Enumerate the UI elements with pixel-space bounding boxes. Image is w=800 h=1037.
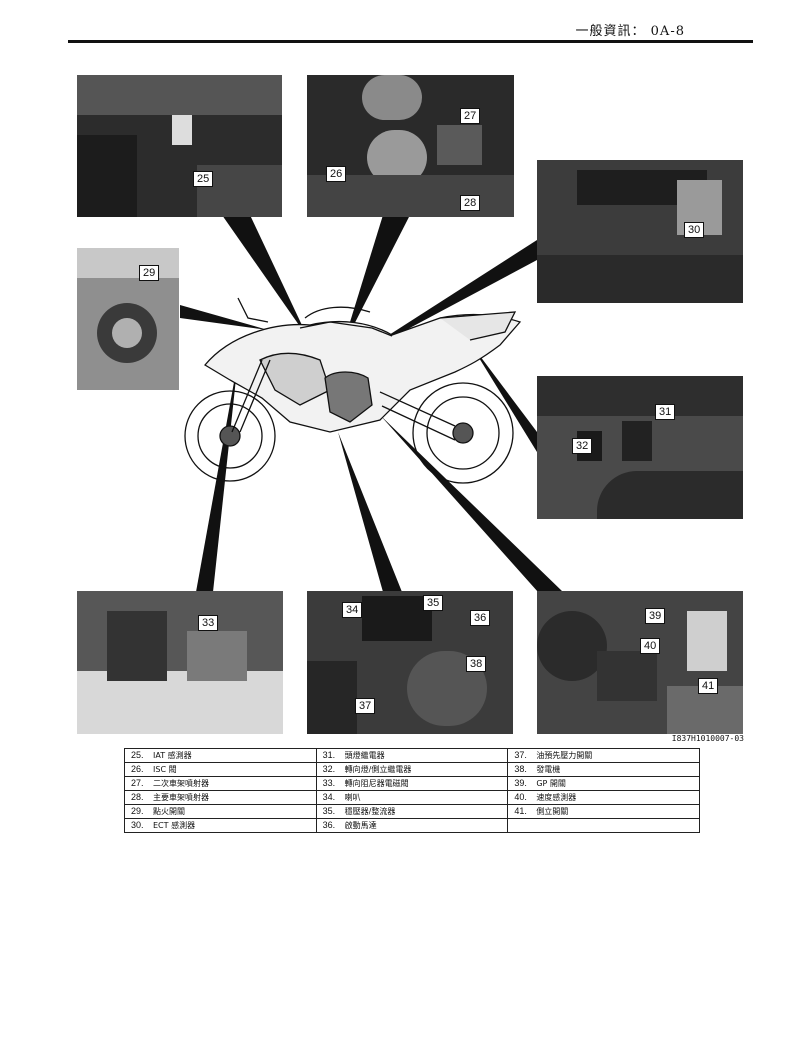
- pointer-30: [350, 240, 537, 360]
- legend-text: IAT 感測器: [153, 751, 192, 760]
- callout-40: 40: [640, 638, 661, 654]
- legend-text: 喇叭: [344, 793, 361, 802]
- callout-41: 41: [698, 678, 719, 694]
- legend-cell: 38. 發電機: [507, 762, 700, 777]
- callout-31: 31: [655, 404, 676, 420]
- pointer-26: [342, 215, 410, 348]
- legend-cell: 40. 速度感測器: [507, 790, 700, 805]
- legend-text: 二次車架噴射器: [153, 779, 209, 788]
- legend-number: 39.: [514, 778, 527, 788]
- legend-number: 41.: [514, 806, 527, 816]
- figure-code: I837H1010007-03: [671, 734, 744, 743]
- legend-number: 36.: [322, 820, 336, 830]
- legend-row: 27. 二次車架噴射器 33. 轉向阻尼器電磁閥 39. GP 開關: [124, 776, 700, 791]
- legend-number: 29.: [131, 806, 144, 816]
- header-rule: [68, 40, 753, 43]
- legend-text: 側立開關: [536, 807, 569, 816]
- pointer-39: [380, 415, 563, 592]
- legend-cell: 31. 頭燈繼電器: [315, 748, 509, 763]
- legend-text: GP 開關: [536, 779, 566, 788]
- pointer-31: [468, 340, 537, 452]
- legend-cell: 33. 轉向阻尼器電磁閥: [315, 776, 509, 791]
- legend-number: 28.: [131, 792, 144, 802]
- callout-30: 30: [684, 222, 705, 238]
- callout-35: 35: [423, 595, 444, 611]
- callout-36: 36: [470, 610, 491, 626]
- legend-number: 37.: [514, 750, 527, 760]
- legend-number: 33.: [322, 778, 336, 788]
- legend-number: 27.: [131, 778, 144, 788]
- legend-cell: 27. 二次車架噴射器: [124, 776, 317, 791]
- callout-32: 32: [572, 438, 593, 454]
- photo-engine-left: [307, 591, 513, 734]
- pointer-34: [338, 432, 402, 592]
- legend-text: 頭燈繼電器: [344, 751, 385, 760]
- callout-28: 28: [460, 195, 481, 211]
- photo-iat-sensor: [77, 75, 282, 217]
- pointer-25: [222, 215, 308, 338]
- legend-text: ISC 閥: [153, 765, 177, 774]
- photo-ignition-switch: [77, 248, 179, 390]
- legend-cell: 32. 轉向燈/側立繼電器: [315, 762, 509, 777]
- legend-text: 啟動馬達: [344, 821, 377, 830]
- legend-cell: 35. 穩壓器/整流器: [315, 804, 509, 819]
- legend-row: 25. IAT 感測器 31. 頭燈繼電器 37. 油預先壓力開關: [124, 748, 700, 763]
- photo-relays: [537, 376, 743, 519]
- photo-steering-damper: [77, 591, 283, 734]
- legend-cell: 36. 啟動馬達: [315, 818, 509, 833]
- legend-text: 速度感測器: [536, 793, 577, 802]
- legend-cell: 39. GP 開關: [507, 776, 700, 791]
- callout-38: 38: [466, 656, 487, 672]
- legend-text: 穩壓器/整流器: [344, 807, 396, 816]
- page-header-title: 一般資訊： 0A-8: [575, 24, 685, 39]
- callout-39: 39: [645, 608, 666, 624]
- pointer-lines: [180, 215, 563, 592]
- legend-text: 轉向阻尼器電磁閥: [344, 779, 409, 788]
- callout-26: 26: [326, 166, 347, 182]
- legend-number: 40.: [514, 792, 527, 802]
- legend-number: 34.: [322, 792, 336, 802]
- callout-34: 34: [342, 602, 363, 618]
- pointer-29: [180, 305, 268, 330]
- photo-throttle-body: [307, 75, 514, 217]
- motorcycle-illustration: [184, 297, 522, 484]
- legend-text: ECT 感測器: [153, 821, 196, 830]
- legend-cell: 34. 喇叭: [315, 790, 509, 805]
- legend-cell: 41. 側立開關: [507, 804, 700, 819]
- legend-text: 油預先壓力開關: [536, 751, 593, 760]
- legend-number: 30.: [131, 820, 144, 830]
- legend-text: 轉向燈/側立繼電器: [344, 765, 412, 774]
- legend-cell: 28. 主要車架噴射器: [124, 790, 317, 805]
- legend-number: 31.: [322, 750, 336, 760]
- component-location-figure: 25 26 27 28 29 30 31 32 33 34 35 36 37 3…: [0, 60, 800, 750]
- legend-cell: 26. ISC 閥: [124, 762, 317, 777]
- legend-row: 26. ISC 閥 32. 轉向燈/側立繼電器 38. 發電機: [124, 762, 700, 777]
- legend-number: 38.: [514, 764, 527, 774]
- callout-37: 37: [355, 698, 376, 714]
- legend-text: 點火開關: [153, 807, 185, 816]
- legend-table: 25. IAT 感測器 31. 頭燈繼電器 37. 油預先壓力開關 26. ISC 閥 32. 轉…: [124, 748, 700, 833]
- photo-ect-sensor: [537, 160, 743, 303]
- legend-number: 35.: [322, 806, 336, 816]
- callout-25: 25: [193, 171, 214, 187]
- legend-cell: 37. 油預先壓力開關: [507, 748, 700, 763]
- legend-row: 28. 主要車架噴射器 34. 喇叭 40. 速度感測器: [124, 790, 700, 805]
- legend-text: 主要車架噴射器: [153, 793, 209, 802]
- legend-cell: 25. IAT 感測器: [124, 748, 317, 763]
- legend-cell: [507, 818, 700, 833]
- legend-text: 發電機: [536, 765, 561, 774]
- page-header: 一般資訊： 0A-8: [0, 0, 800, 44]
- legend-number: 25.: [131, 750, 144, 760]
- callout-33: 33: [198, 615, 219, 631]
- photo-engine-right: [537, 591, 743, 734]
- callout-29: 29: [139, 265, 160, 281]
- legend-cell: 29. 點火開關: [124, 804, 317, 819]
- legend-cell: 30. ECT 感測器: [124, 818, 317, 833]
- legend-row: 29. 點火開關 35. 穩壓器/整流器 41. 側立開關: [124, 804, 700, 819]
- legend-number: 32.: [322, 764, 336, 774]
- callout-27: 27: [460, 108, 481, 124]
- pointer-33: [196, 360, 238, 592]
- legend-number: 26.: [131, 764, 144, 774]
- legend-row: 30. ECT 感測器 36. 啟動馬達: [124, 818, 700, 833]
